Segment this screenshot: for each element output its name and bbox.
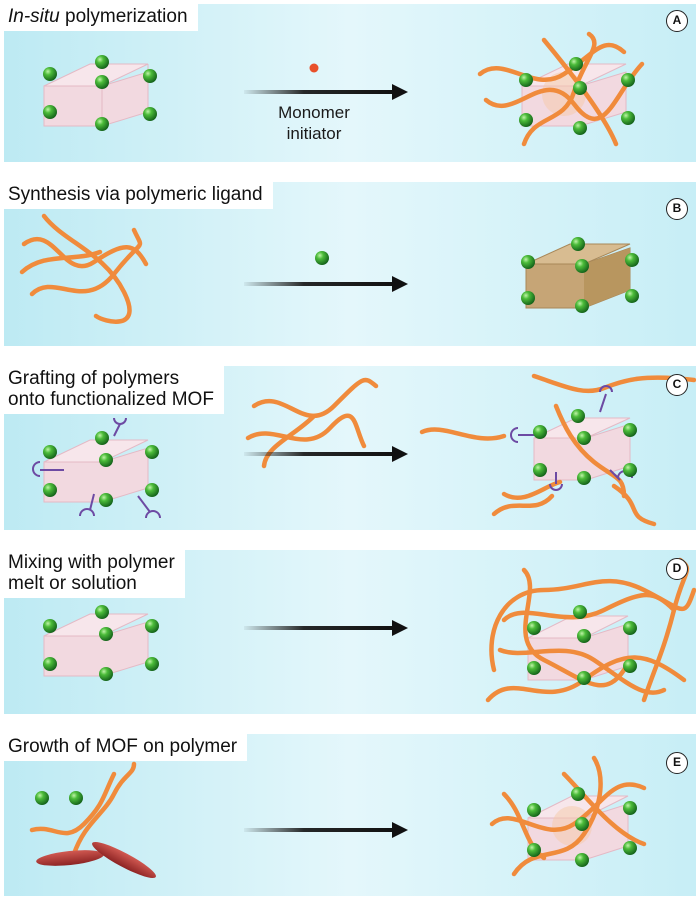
panel-d-title: Mixing with polymer melt or solution: [4, 550, 185, 598]
panel-c-title-line1: Grafting of polymers: [8, 368, 180, 389]
panel-a-art: [43, 31, 645, 147]
panel-c-art: [32, 373, 696, 527]
metal-nodes-product: [521, 237, 639, 313]
linkers: [32, 417, 161, 519]
panel-a-title-rest: polymerization: [59, 6, 188, 27]
panel-a: In-situ polymerization A Monomer initiat…: [4, 4, 696, 162]
panel-c: Grafting of polymers onto functionalized…: [4, 366, 696, 530]
metal-nodes: [43, 55, 157, 131]
metal-nodes-product: [519, 57, 635, 135]
metal-node: [315, 251, 329, 265]
panel-c-title-line2: onto functionalized MOF: [8, 389, 214, 410]
panel-d-badge: D: [666, 558, 688, 580]
polymer-chains-product: [489, 755, 647, 877]
metal-nodes: [43, 431, 159, 507]
reaction-arrow: [244, 822, 408, 838]
panel-a-title-italic: In-situ: [8, 6, 60, 27]
metal-nodes-product: [527, 787, 637, 867]
panel-a-title: In-situ polymerization: [4, 4, 198, 31]
initiator-dot: [309, 63, 319, 73]
reaction-arrow: [244, 84, 408, 100]
arrow-label: Monomer initiator: [254, 102, 374, 144]
panel-c-badge: C: [666, 374, 688, 396]
reaction-arrow: [244, 620, 408, 636]
metal-nodes-product: [527, 605, 637, 685]
arrow-label-line1: Monomer: [278, 103, 350, 122]
panel-b: Synthesis via polymeric ligand B: [4, 182, 696, 346]
mof-cube-solid: [525, 243, 631, 309]
mof-cube-product: [527, 615, 629, 681]
panel-b-badge: B: [666, 198, 688, 220]
panel-e-art: [29, 755, 647, 878]
panel-d-title-line2: melt or solution: [8, 573, 137, 594]
mof-cube: [43, 63, 149, 127]
polymer-chains: [29, 761, 137, 857]
metal-nodes: [43, 605, 159, 681]
panel-b-art: [19, 213, 639, 324]
panel-c-title: Grafting of polymers onto functionalized…: [4, 366, 224, 414]
metal-nodes-product: [533, 409, 637, 485]
panel-d-art: [43, 557, 696, 703]
panel-d: Mixing with polymer melt or solution D: [4, 550, 696, 714]
mof-cube: [43, 613, 149, 677]
free-polymer-chains: [245, 377, 379, 469]
panel-e-title: Growth of MOF on polymer: [4, 734, 248, 761]
polymer-ligand-chains: [19, 213, 149, 324]
reaction-arrow: [244, 276, 408, 292]
reaction-arrow: [244, 446, 408, 462]
arrow-label-line2: initiator: [286, 124, 342, 143]
panel-b-title: Synthesis via polymeric ligand: [4, 182, 273, 209]
metal-nodes-free: [35, 791, 83, 805]
polymer-rods: [36, 842, 156, 878]
panel-e: Growth of MOF on polymer E: [4, 734, 696, 896]
panel-a-badge: A: [666, 10, 688, 32]
panel-d-title-line1: Mixing with polymer: [8, 552, 175, 573]
panel-e-badge: E: [666, 752, 688, 774]
